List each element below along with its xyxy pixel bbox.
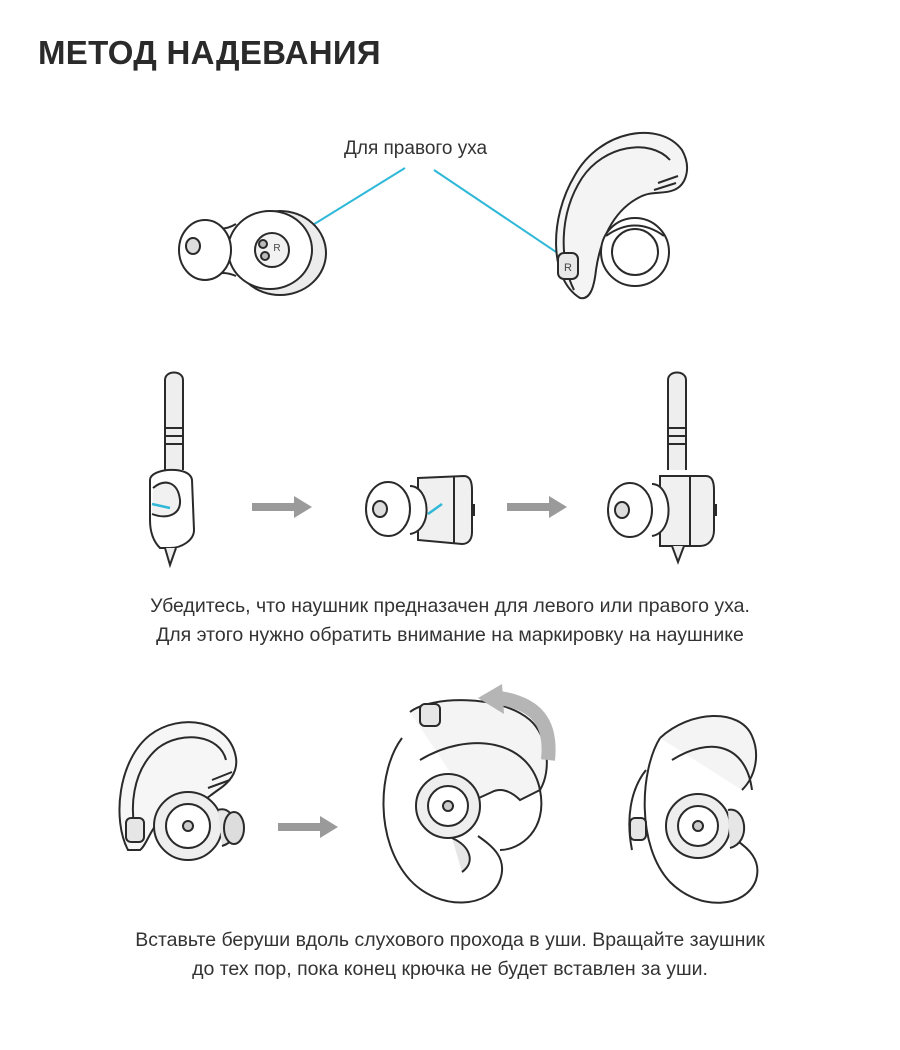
earhook-side-view [556, 133, 687, 298]
earbud-front-view [179, 211, 326, 295]
hook-side-view-left [150, 373, 194, 566]
step-arrow-1 [252, 496, 312, 518]
earbud-front-r-marker: R [273, 243, 280, 254]
step2-caption-line2: до тех пор, пока конец крючка не будет в… [0, 955, 900, 984]
assembled-earbud-side-view [608, 373, 716, 563]
step-arrow-3 [278, 816, 338, 838]
step1-caption-line2: Для этого нужно обратить внимание на мар… [0, 621, 900, 650]
step2-caption: Вставьте беруши вдоль слухового прохода … [0, 926, 900, 984]
ear-fitted-illustration [629, 716, 757, 903]
ear-insert-illustration [383, 700, 546, 902]
step-arrow-2 [507, 496, 567, 518]
step1-caption: Убедитесь, что наушник предназачен для л… [0, 592, 900, 650]
step2-caption-line1: Вставьте беруши вдоль слухового прохода … [0, 926, 900, 955]
earbud-side-view [366, 476, 474, 544]
earhook-r-marker: R [564, 262, 572, 274]
earhook-with-earbud [119, 722, 244, 860]
step1-caption-line1: Убедитесь, что наушник предназачен для л… [0, 592, 900, 621]
